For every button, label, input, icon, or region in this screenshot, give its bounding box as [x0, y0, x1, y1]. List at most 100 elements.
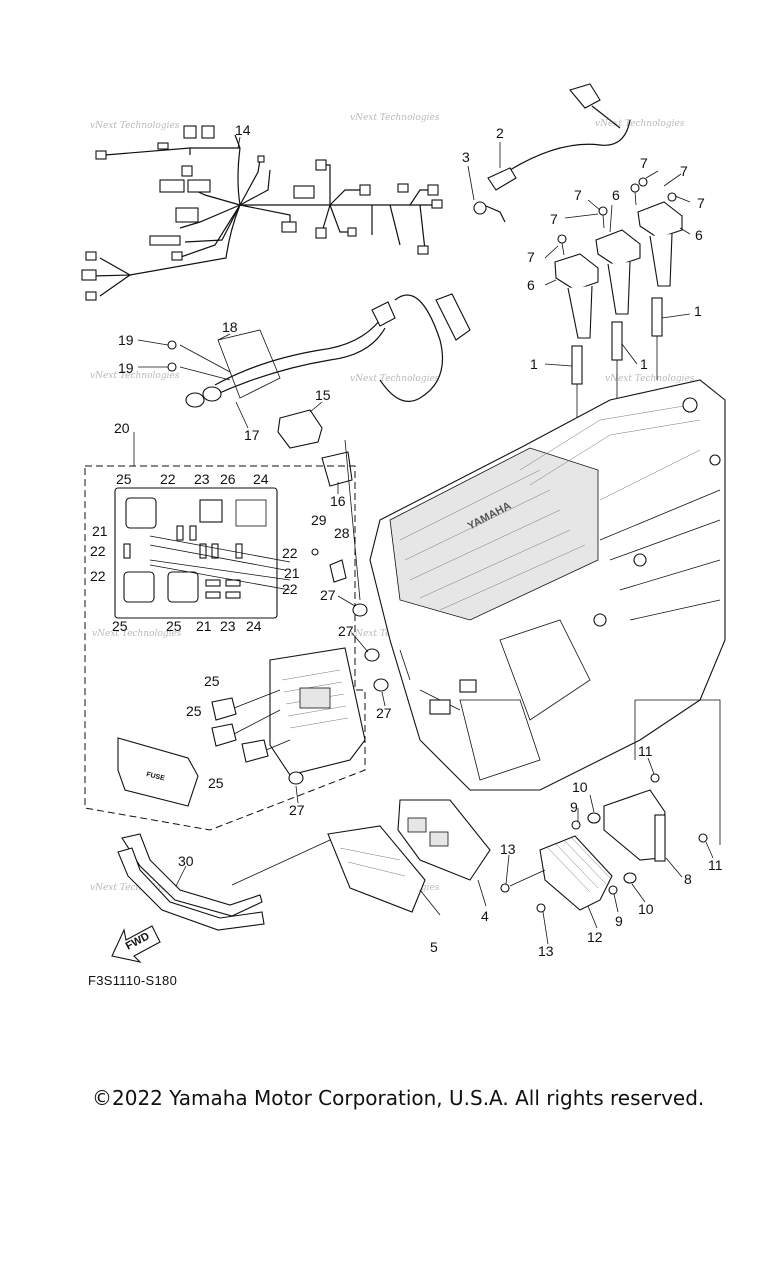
ignition-coils — [554, 177, 683, 339]
battery-cables — [167, 293, 471, 408]
ignition-coil — [554, 253, 599, 291]
grommets — [288, 548, 477, 785]
callout-5: 5 — [430, 939, 438, 955]
harness-connector — [187, 179, 211, 193]
fuse — [176, 525, 184, 541]
relay-slot — [167, 571, 199, 603]
callout-27: 27 — [320, 587, 336, 603]
relay-slot — [199, 499, 223, 523]
harness-connector — [417, 245, 429, 255]
callout-7: 7 — [574, 187, 582, 203]
watermark: vNext Technologies — [350, 374, 440, 384]
fwd-arrow: FWD — [111, 925, 161, 963]
callout-1: 1 — [694, 303, 702, 319]
callout-25: 25 — [112, 618, 128, 634]
fuse — [205, 579, 221, 587]
fuse — [205, 591, 221, 599]
harness-connector — [427, 184, 439, 196]
bolt — [608, 885, 618, 895]
harness-connector — [157, 142, 169, 150]
callout-10: 10 — [572, 779, 588, 795]
harness-connector — [359, 184, 371, 196]
callout-25: 25 — [186, 703, 202, 719]
callout-22: 22 — [282, 545, 298, 561]
clip — [329, 559, 347, 583]
callout-2: 2 — [496, 125, 504, 141]
bolt — [698, 833, 708, 843]
callout-21: 21 — [196, 618, 212, 634]
harness-connector — [315, 159, 327, 171]
bolt — [500, 883, 510, 893]
callout-11: 11 — [638, 743, 653, 759]
mounting-plate — [571, 699, 721, 895]
sensor-assembly — [473, 83, 631, 223]
callout-23: 23 — [220, 618, 236, 634]
bolt — [571, 820, 581, 830]
screw — [311, 548, 319, 556]
callout-1: 1 — [530, 356, 538, 372]
harness-connector — [171, 251, 183, 261]
callout-3: 3 — [462, 149, 470, 165]
callout-25: 25 — [208, 775, 224, 791]
forward-arrow-icon — [111, 925, 161, 963]
callout-16: 16 — [330, 493, 346, 509]
harness-connector — [201, 125, 215, 139]
ignition-coil — [637, 201, 683, 239]
watermark: vNext Technologies — [90, 121, 180, 131]
callout-9: 9 — [615, 913, 623, 929]
watermark: vNext Technologies — [92, 629, 182, 639]
spark-plug — [571, 345, 583, 385]
callout-26: 26 — [220, 471, 236, 487]
callout-6: 6 — [527, 277, 535, 293]
callouts: 1 1 1 2 3 4 5 6 6 6 7 7 7 7 7 7 8 9 9 10… — [90, 122, 723, 959]
callout-10: 10 — [638, 901, 654, 917]
callout-19: 19 — [118, 332, 134, 348]
callout-13: 13 — [500, 841, 516, 857]
callout-22: 22 — [160, 471, 176, 487]
callout-23: 23 — [194, 471, 210, 487]
callout-15: 15 — [315, 387, 331, 403]
leader-lines — [133, 136, 714, 945]
callout-27: 27 — [376, 705, 392, 721]
engine-cover — [389, 447, 599, 621]
harness-connector — [347, 227, 357, 237]
fuse-cover — [117, 737, 199, 807]
engine-block: YAMAHA — [369, 379, 726, 791]
watermark: vNext Technologies — [605, 374, 695, 384]
relay — [277, 409, 361, 601]
harness-connector — [257, 155, 265, 163]
grommet — [373, 678, 389, 692]
harness-connector — [181, 165, 193, 177]
fuse — [123, 543, 131, 559]
grommet — [587, 812, 601, 824]
callout-7: 7 — [527, 249, 535, 265]
callout-30: 30 — [178, 853, 194, 869]
callout-13: 13 — [538, 943, 554, 959]
callout-29: 29 — [311, 512, 327, 528]
callout-9: 9 — [570, 799, 578, 815]
watermark: vNext Technologies — [350, 113, 440, 123]
harness-connector — [183, 125, 197, 139]
harness-connector — [431, 199, 443, 209]
copyright-notice: ©2022 Yamaha Motor Corporation, U.S.A. A… — [92, 1086, 705, 1110]
spark-plug — [611, 321, 623, 361]
control-unit: FUSE — [117, 647, 366, 807]
grommet — [623, 872, 637, 884]
harness-connector — [95, 150, 107, 160]
harness-connector — [175, 207, 199, 223]
grommet — [352, 603, 368, 617]
fuse — [189, 525, 197, 541]
callout-22: 22 — [282, 581, 298, 597]
callout-7: 7 — [697, 195, 705, 211]
callout-25: 25 — [166, 618, 182, 634]
callout-7: 7 — [680, 163, 688, 179]
callout-7: 7 — [550, 211, 558, 227]
harness-connector — [293, 185, 315, 199]
fuse — [235, 543, 243, 559]
spark-plugs — [571, 297, 663, 420]
callout-1: 1 — [640, 356, 648, 372]
callout-6: 6 — [695, 227, 703, 243]
relay-slot — [123, 571, 155, 603]
strap — [117, 833, 331, 931]
